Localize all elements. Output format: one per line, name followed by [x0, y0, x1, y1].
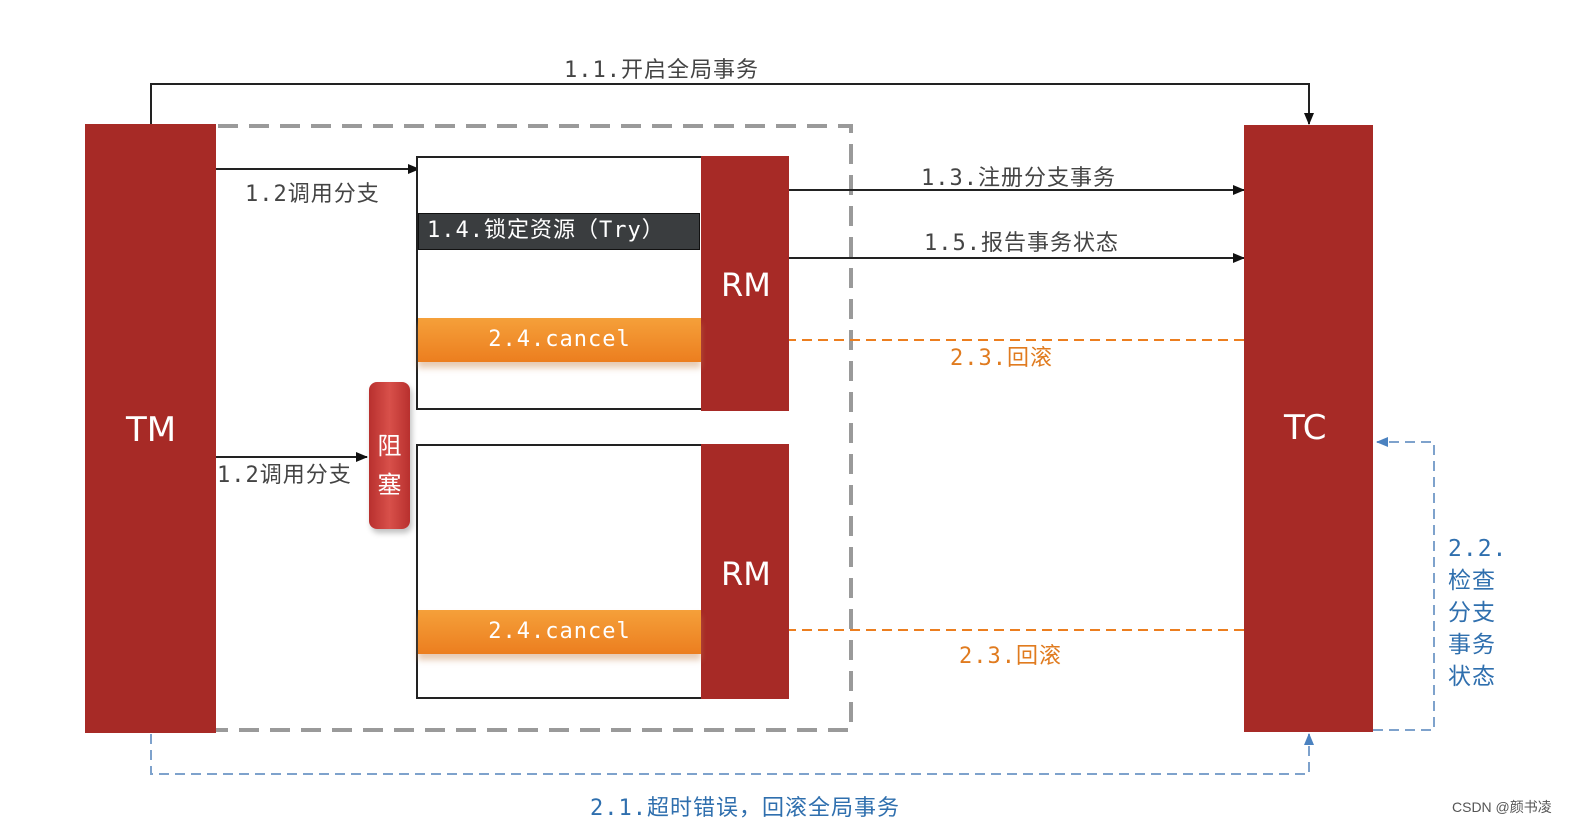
cancel-bar-bottom: 2.4.cancel: [418, 610, 701, 654]
rm-pillar-top: [701, 156, 789, 411]
call-branch-label-2: 1.2调用分支: [217, 463, 352, 488]
check-status-line3: 分支: [1448, 600, 1496, 626]
lock-try-bar: 1.4.锁定资源（Try）: [418, 213, 700, 250]
tm-label: TM: [126, 410, 177, 450]
call-branch-label-1: 1.2调用分支: [245, 182, 380, 207]
blocked-line2: 塞: [377, 471, 402, 499]
blocked-block: 阻 塞: [369, 382, 410, 529]
report-status-label: 1.5.报告事务状态: [924, 231, 1119, 256]
tc-pillar: [1244, 125, 1373, 732]
check-status-label: 2.2. 检查 分支 事务 状态: [1448, 533, 1507, 693]
begin-global-arrow: [150, 83, 1314, 125]
register-branch-label: 1.3.注册分支事务: [921, 166, 1116, 191]
check-status-line5: 状态: [1448, 664, 1496, 690]
blocked-line1: 阻: [377, 432, 402, 460]
rollback-label-top: 2.3.回滚: [950, 346, 1053, 371]
rm-label-bottom: RM: [721, 555, 771, 593]
timeout-rollback-label: 2.1.超时错误，回滚全局事务: [590, 796, 900, 821]
begin-global-label: 1.1.开启全局事务: [564, 58, 759, 83]
branch-box-bottom: [416, 444, 710, 699]
tc-label: TC: [1284, 408, 1327, 448]
check-status-line2: 检查: [1448, 568, 1496, 594]
cancel-bar-top: 2.4.cancel: [418, 318, 701, 362]
watermark: CSDN @颜书凌: [1452, 799, 1552, 815]
tm-pillar: [85, 124, 216, 733]
timeout-rollback-arrow: [150, 733, 1314, 775]
branch-box-top: [416, 156, 710, 410]
rollback-label-bottom: 2.3.回滚: [959, 644, 1062, 669]
rm-pillar-bottom: [701, 444, 789, 699]
check-status-arrow: [1373, 437, 1435, 731]
check-status-line4: 事务: [1448, 632, 1496, 658]
rm-label-top: RM: [721, 266, 771, 304]
check-status-line1: 2.2.: [1448, 536, 1508, 562]
